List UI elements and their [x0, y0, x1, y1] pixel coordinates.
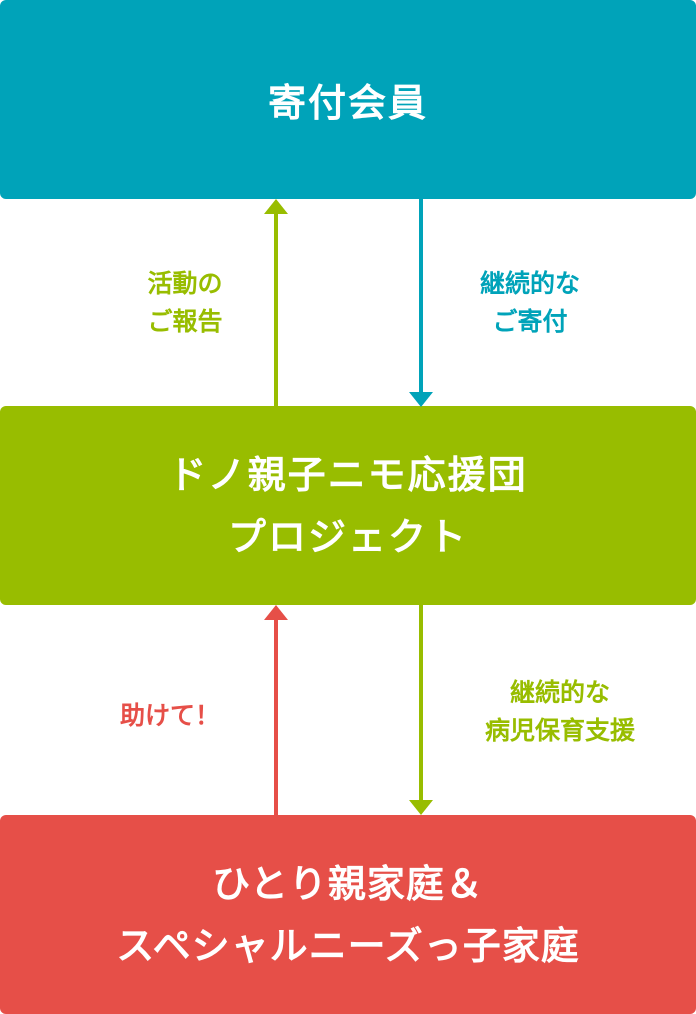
activity-report-line2: ご報告 [147, 307, 223, 336]
support-arrow [409, 605, 433, 815]
activity-report-line1: 活動の [147, 269, 223, 298]
project-box: ドノ親子ニモ応援団 プロジェクト [0, 406, 696, 605]
project-label-line1: ドノ親子ニモ応援団 [168, 452, 528, 497]
childcare-support-line1: 継続的な [509, 678, 610, 707]
continuous-donation-label: 継続的な ご寄付 [450, 265, 610, 341]
family-label-line2: スペシャルニーズっ子家庭 [116, 923, 580, 968]
help-text: 助けて！ [119, 701, 220, 730]
donor-member-box: 寄付会員 [0, 0, 696, 199]
family-box: ひとり親家庭＆ スペシャルニーズっ子家庭 [0, 815, 696, 1014]
childcare-support-label: 継続的な 病児保育支援 [450, 674, 670, 750]
help-label: 助けて！ [95, 697, 245, 735]
activity-report-label: 活動の ご報告 [120, 265, 250, 341]
project-label-line2: プロジェクト [227, 514, 468, 559]
donation-arrow [409, 199, 433, 407]
childcare-support-line2: 病児保育支援 [484, 716, 635, 745]
continuous-donation-line2: ご寄付 [492, 307, 568, 336]
report-arrow [264, 199, 288, 406]
family-label-line1: ひとり親家庭＆ [212, 861, 484, 906]
donor-member-label: 寄付会員 [267, 81, 428, 125]
continuous-donation-line1: 継続的な [479, 269, 580, 298]
help-arrow [264, 605, 288, 815]
